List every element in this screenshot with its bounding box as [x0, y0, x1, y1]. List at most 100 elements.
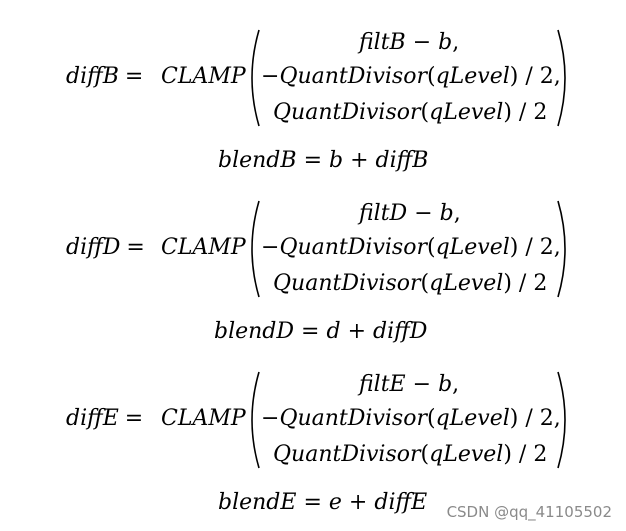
blend-equation: blendE = e + diffE [218, 492, 427, 514]
equals-sign: = [124, 406, 144, 431]
blend-base: e [328, 490, 342, 515]
equation-diffD: diffD= CLAMP filtD − b, −QuantDivisor(qL… [0, 199, 626, 349]
clamp-function: CLAMP [161, 406, 246, 431]
lhs-variable: diffD [66, 235, 121, 260]
equals-sign: = [303, 490, 322, 515]
divisor-number: 2 [533, 442, 548, 467]
negation-sign: − [261, 406, 280, 431]
comma: , [453, 201, 461, 226]
open-paren: ( [420, 271, 430, 296]
equals-sign: = [303, 148, 322, 173]
lhs-variable: diffB [66, 64, 119, 89]
clamp-arg-row3: QuantDivisor(qLevel) / 2 [273, 444, 547, 466]
blend-lhs: blendE [218, 490, 297, 515]
quant-divisor-func: QuantDivisor [273, 442, 421, 467]
divide-operator: / [518, 442, 527, 467]
divisor-number: 2 [533, 100, 548, 125]
equation-diffE: diffE= CLAMP filtE − b, −QuantDivisor(qL… [0, 370, 626, 520]
clamp-function: CLAMP [161, 64, 246, 89]
qlevel-arg: qLevel [435, 235, 510, 260]
divisor-number: 2 [539, 235, 554, 260]
clamp-arg-row3: QuantDivisor(qLevel) / 2 [273, 273, 547, 295]
divide-operator: / [525, 235, 533, 260]
right-paren [557, 200, 566, 298]
divisor-number: 2 [539, 406, 554, 431]
open-paren: ( [420, 442, 430, 467]
comma: , [452, 30, 460, 55]
equation-diffB: diffB= CLAMP filtB − b, −QuantDivisor(qL… [0, 28, 626, 178]
quant-divisor-func: QuantDivisor [273, 271, 421, 296]
open-paren: ( [426, 235, 436, 260]
qlevel-arg: qLevel [435, 64, 510, 89]
blend-diff: diffE [374, 490, 428, 515]
clamp-arg-row2: −QuantDivisor(qLevel) / 2, [261, 408, 561, 430]
right-paren [557, 29, 566, 127]
blend-base: d [326, 319, 341, 344]
qlevel-arg: qLevel [429, 271, 504, 296]
left-paren [251, 200, 260, 298]
close-paren: ) [509, 64, 519, 89]
left-paren [251, 29, 260, 127]
open-paren: ( [426, 64, 436, 89]
blend-diff: diffD [373, 319, 428, 344]
negation-sign: − [261, 64, 280, 89]
comma: , [553, 64, 561, 89]
csdn-watermark: CSDN @qq_41105502 [446, 503, 612, 521]
close-paren: ) [503, 100, 512, 125]
blend-base: b [329, 148, 344, 173]
negation-sign: − [261, 235, 280, 260]
equation-lhs: diffE= [66, 408, 143, 430]
clamp-arg-row2: −QuantDivisor(qLevel) / 2, [261, 66, 561, 88]
close-paren: ) [503, 442, 512, 467]
filt-variable: filtE [359, 372, 406, 397]
open-paren: ( [426, 406, 436, 431]
quant-divisor-func: QuantDivisor [279, 64, 427, 89]
close-paren: ) [509, 406, 519, 431]
qlevel-arg: qLevel [435, 406, 510, 431]
qlevel-arg: qLevel [429, 100, 504, 125]
equation-lhs: diffB= [66, 66, 143, 88]
quant-divisor-func: QuantDivisor [273, 100, 421, 125]
blend-diff: diffB [375, 148, 429, 173]
clamp-arg-row2: −QuantDivisor(qLevel) / 2, [261, 237, 561, 259]
equation-lhs: diffD= [66, 237, 145, 259]
quant-divisor-func: QuantDivisor [279, 406, 427, 431]
divide-operator: / [518, 100, 527, 125]
clamp-arg-row1: filtB − b, [359, 32, 459, 54]
b-variable: b [439, 201, 454, 226]
minus-operator: − [412, 30, 432, 55]
clamp-arg-row1: filtE − b, [359, 374, 459, 396]
comma: , [553, 406, 561, 431]
quant-divisor-func: QuantDivisor [279, 235, 427, 260]
blend-equation: blendB = b + diffB [218, 150, 428, 172]
equals-sign: = [124, 64, 144, 89]
clamp-arg-row3: QuantDivisor(qLevel) / 2 [273, 102, 547, 124]
left-paren [251, 371, 260, 469]
divide-operator: / [518, 271, 527, 296]
blend-lhs: blendB [218, 148, 297, 173]
right-paren [557, 371, 566, 469]
equals-sign: = [301, 319, 320, 344]
divisor-number: 2 [539, 64, 554, 89]
minus-operator: − [412, 372, 432, 397]
plus-operator: + [348, 490, 368, 515]
lhs-variable: diffE [66, 406, 119, 431]
divide-operator: / [525, 406, 533, 431]
comma: , [553, 235, 561, 260]
clamp-arg-row1: filtD − b, [359, 203, 461, 225]
filt-variable: filtD [359, 201, 408, 226]
divide-operator: / [525, 64, 533, 89]
blend-equation: blendD = d + diffD [214, 321, 427, 343]
equals-sign: = [126, 235, 145, 260]
filt-variable: filtB [359, 30, 406, 55]
divisor-number: 2 [533, 271, 548, 296]
plus-operator: + [350, 148, 369, 173]
blend-lhs: blendD [214, 319, 295, 344]
open-paren: ( [420, 100, 430, 125]
close-paren: ) [509, 235, 519, 260]
close-paren: ) [503, 271, 512, 296]
minus-operator: − [414, 201, 433, 226]
clamp-function: CLAMP [161, 235, 246, 260]
comma: , [452, 372, 460, 397]
